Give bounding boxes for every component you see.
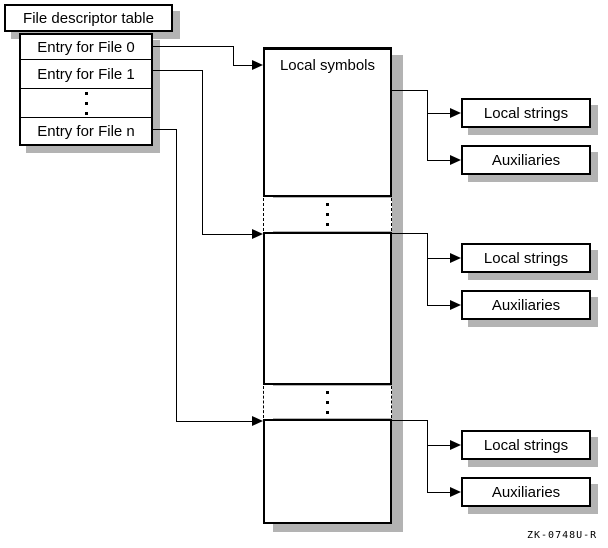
connector-sym3-aux [427, 492, 450, 493]
file-descriptor-table: Entry for File 0 Entry for File 1 Entry … [19, 33, 160, 153]
auxiliaries-label-3: Auxiliaries [491, 483, 561, 501]
arrowhead-into-strings-1 [450, 108, 461, 118]
local-strings-box-2: Local strings [461, 243, 598, 280]
connector-entry1-v [202, 70, 203, 234]
ellipsis-dot [326, 400, 329, 404]
auxiliaries-label-2: Auxiliaries [491, 296, 561, 314]
file-descriptor-table-title: File descriptor table [23, 9, 154, 27]
entry-file-n-label: Entry for File n [37, 122, 135, 140]
arrowhead-into-strings-2 [450, 253, 461, 263]
ellipsis-dot [84, 111, 88, 115]
arrowhead-into-symbols-1 [252, 60, 263, 70]
connector-entry0-h2 [233, 65, 252, 66]
arrowhead-into-aux-3 [450, 487, 461, 497]
connector-sym1-trunk [427, 90, 428, 160]
entry-file-n-row: Entry for File n [21, 117, 151, 144]
connector-entry1-h1 [153, 70, 202, 71]
local-symbols-box-2 [263, 232, 392, 385]
column-ellipsis-1 [326, 203, 329, 226]
connector-sym1-aux [427, 160, 450, 161]
ellipsis-dot [326, 223, 329, 226]
local-strings-label-3: Local strings [483, 436, 569, 454]
connector-sym2-aux [427, 305, 450, 306]
ellipsis-dot [84, 91, 88, 95]
connector-sym2-out [392, 233, 427, 234]
ellipsis-dot [326, 213, 329, 216]
connector-entry0-v [233, 46, 234, 66]
connector-entry0-h1 [153, 46, 233, 47]
connector-sym2-trunk [427, 233, 428, 305]
connector-sym3-out [392, 420, 427, 421]
auxiliaries-box-1: Auxiliaries [461, 145, 598, 182]
auxiliaries-label-1: Auxiliaries [491, 151, 561, 169]
connector-entry1-h2 [202, 234, 252, 235]
connector-entryn-h1 [153, 129, 176, 130]
connector-sym1-out [392, 90, 427, 91]
ellipsis-dot [326, 410, 329, 414]
local-strings-label-2: Local strings [483, 249, 569, 267]
local-symbols-box-3 [263, 419, 392, 524]
arrowhead-into-symbols-2 [252, 229, 263, 239]
entry-file-1-row: Entry for File 1 [21, 59, 151, 88]
local-strings-label-1: Local strings [483, 104, 569, 122]
local-strings-box-1: Local strings [461, 98, 598, 135]
arrowhead-into-symbols-3 [252, 416, 263, 426]
arrowhead-into-strings-3 [450, 440, 461, 450]
connector-sym3-trunk [427, 420, 428, 492]
arrowhead-into-aux-2 [450, 300, 461, 310]
connector-sym2-strings [427, 258, 450, 259]
local-symbols-label: Local symbols [279, 57, 376, 74]
auxiliaries-box-3: Auxiliaries [461, 477, 598, 514]
local-symbols-box-1: Local symbols [263, 47, 392, 197]
local-strings-box-3: Local strings [461, 430, 598, 467]
ellipsis-dot [326, 203, 329, 206]
auxiliaries-box-2: Auxiliaries [461, 290, 598, 327]
entry-file-0-label: Entry for File 0 [37, 38, 135, 56]
file-descriptor-table-title-box: File descriptor table [4, 4, 180, 39]
ellipsis-dot [84, 101, 88, 105]
ellipsis-dot [326, 390, 329, 394]
connector-sym3-strings [427, 445, 450, 446]
column-break-2 [263, 386, 392, 418]
column-ellipsis-2 [326, 390, 329, 414]
column-break-1 [263, 198, 392, 231]
entry-file-1-label: Entry for File 1 [37, 65, 135, 83]
figure-id: ZK-0748U-R [527, 530, 598, 541]
arrowhead-into-aux-1 [450, 155, 461, 165]
table-ellipsis [84, 91, 88, 115]
connector-sym1-strings [427, 113, 450, 114]
table-ellipsis-row [21, 88, 151, 117]
connector-entryn-v [176, 129, 177, 421]
entry-file-0-row: Entry for File 0 [21, 35, 151, 59]
connector-entryn-h2 [176, 421, 252, 422]
